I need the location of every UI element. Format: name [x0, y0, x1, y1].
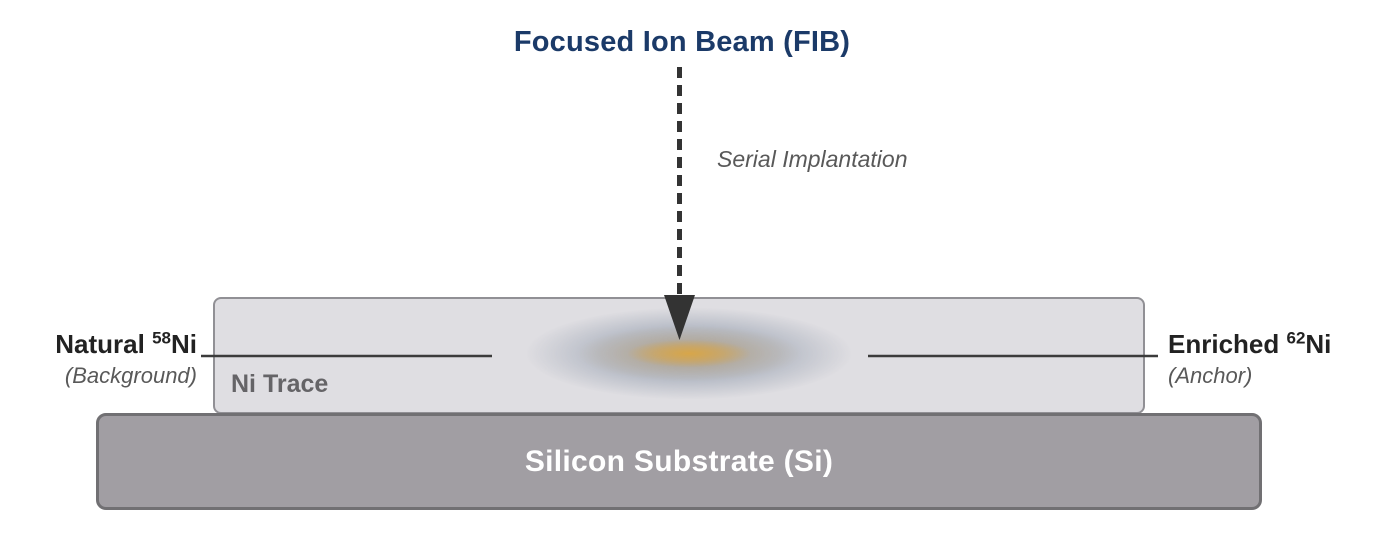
natural-ni58-label: Natural 58Ni (Background) — [0, 329, 197, 390]
implantation-glow — [524, 305, 854, 402]
background-caption: (Background) — [64, 363, 197, 389]
isotope-58-superscript: 58 — [152, 328, 171, 348]
enriched-ni62-label: Enriched 62Ni (Anchor) — [1168, 329, 1386, 390]
anchor-caption: (Anchor) — [1168, 363, 1253, 389]
enriched-label-prefix: Enriched — [1168, 329, 1287, 359]
diagram-title: Focused Ion Beam (FIB) — [513, 26, 851, 58]
silicon-substrate: Silicon Substrate (Si) — [96, 413, 1262, 510]
ni-trace-label: Ni Trace — [231, 370, 329, 398]
beam-annotation: Serial Implantation — [717, 146, 908, 172]
enriched-ni62-isotope-text: Enriched 62Ni — [1168, 329, 1386, 360]
isotope-element-ni: Ni — [1305, 329, 1332, 359]
natural-label-prefix: Natural — [55, 329, 153, 359]
substrate-label: Silicon Substrate (Si) — [524, 444, 834, 478]
isotope-62-superscript: 62 — [1286, 328, 1306, 348]
isotope-element-ni: Ni — [171, 329, 197, 359]
natural-ni58-isotope-text: Natural 58Ni — [0, 329, 197, 360]
